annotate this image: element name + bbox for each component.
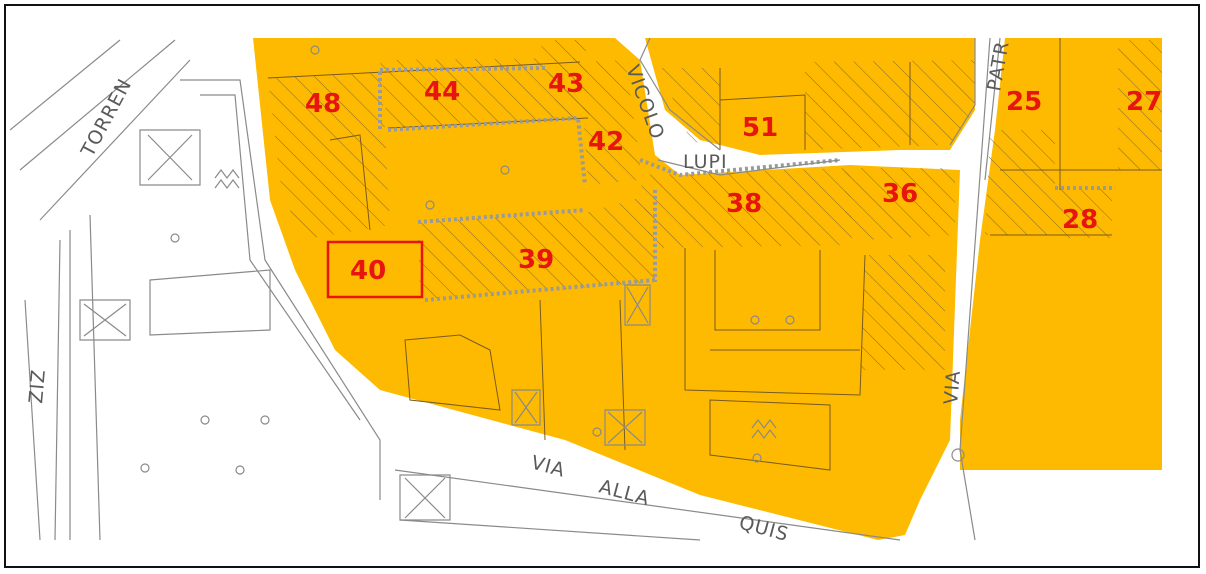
parcel-label-27: 27: [1126, 87, 1162, 117]
zone-main-block: [253, 38, 960, 540]
parcel-labels: 48 44 43 42 51 25 27 38 36 28 39 40: [305, 69, 1162, 286]
parcel-label-42: 42: [588, 127, 624, 157]
parcel-40-highlight-box[interactable]: [326, 240, 424, 299]
parcel-label-36: 36: [882, 179, 918, 209]
dotted-boundaries: [378, 66, 1112, 302]
parcel-label-48: 48: [305, 89, 341, 119]
parcel-label-39: 39: [518, 245, 554, 275]
parcel-label-40: 40: [350, 256, 386, 286]
street-label-alla: ALLA: [597, 476, 653, 511]
parcel-label-38: 38: [726, 189, 762, 219]
parcel-label-51: 51: [742, 113, 778, 143]
parcel-label-44: 44: [424, 77, 460, 107]
parcel-label-43: 43: [548, 69, 584, 99]
street-label-lupi: LUPI: [683, 151, 728, 173]
street-label-quis: QUIS: [737, 512, 792, 546]
street-label-via-bottom: VIA: [529, 452, 568, 482]
street-label-left-edge: ZIZ: [25, 368, 50, 404]
parcel-label-25: 25: [1006, 87, 1042, 117]
hatched-parcels: [268, 40, 1162, 370]
street-linework: [9, 37, 1001, 541]
street-label-via-right: VIA: [940, 369, 965, 405]
parcel-label-28: 28: [1062, 205, 1098, 235]
white-cutout: [1040, 470, 1162, 538]
